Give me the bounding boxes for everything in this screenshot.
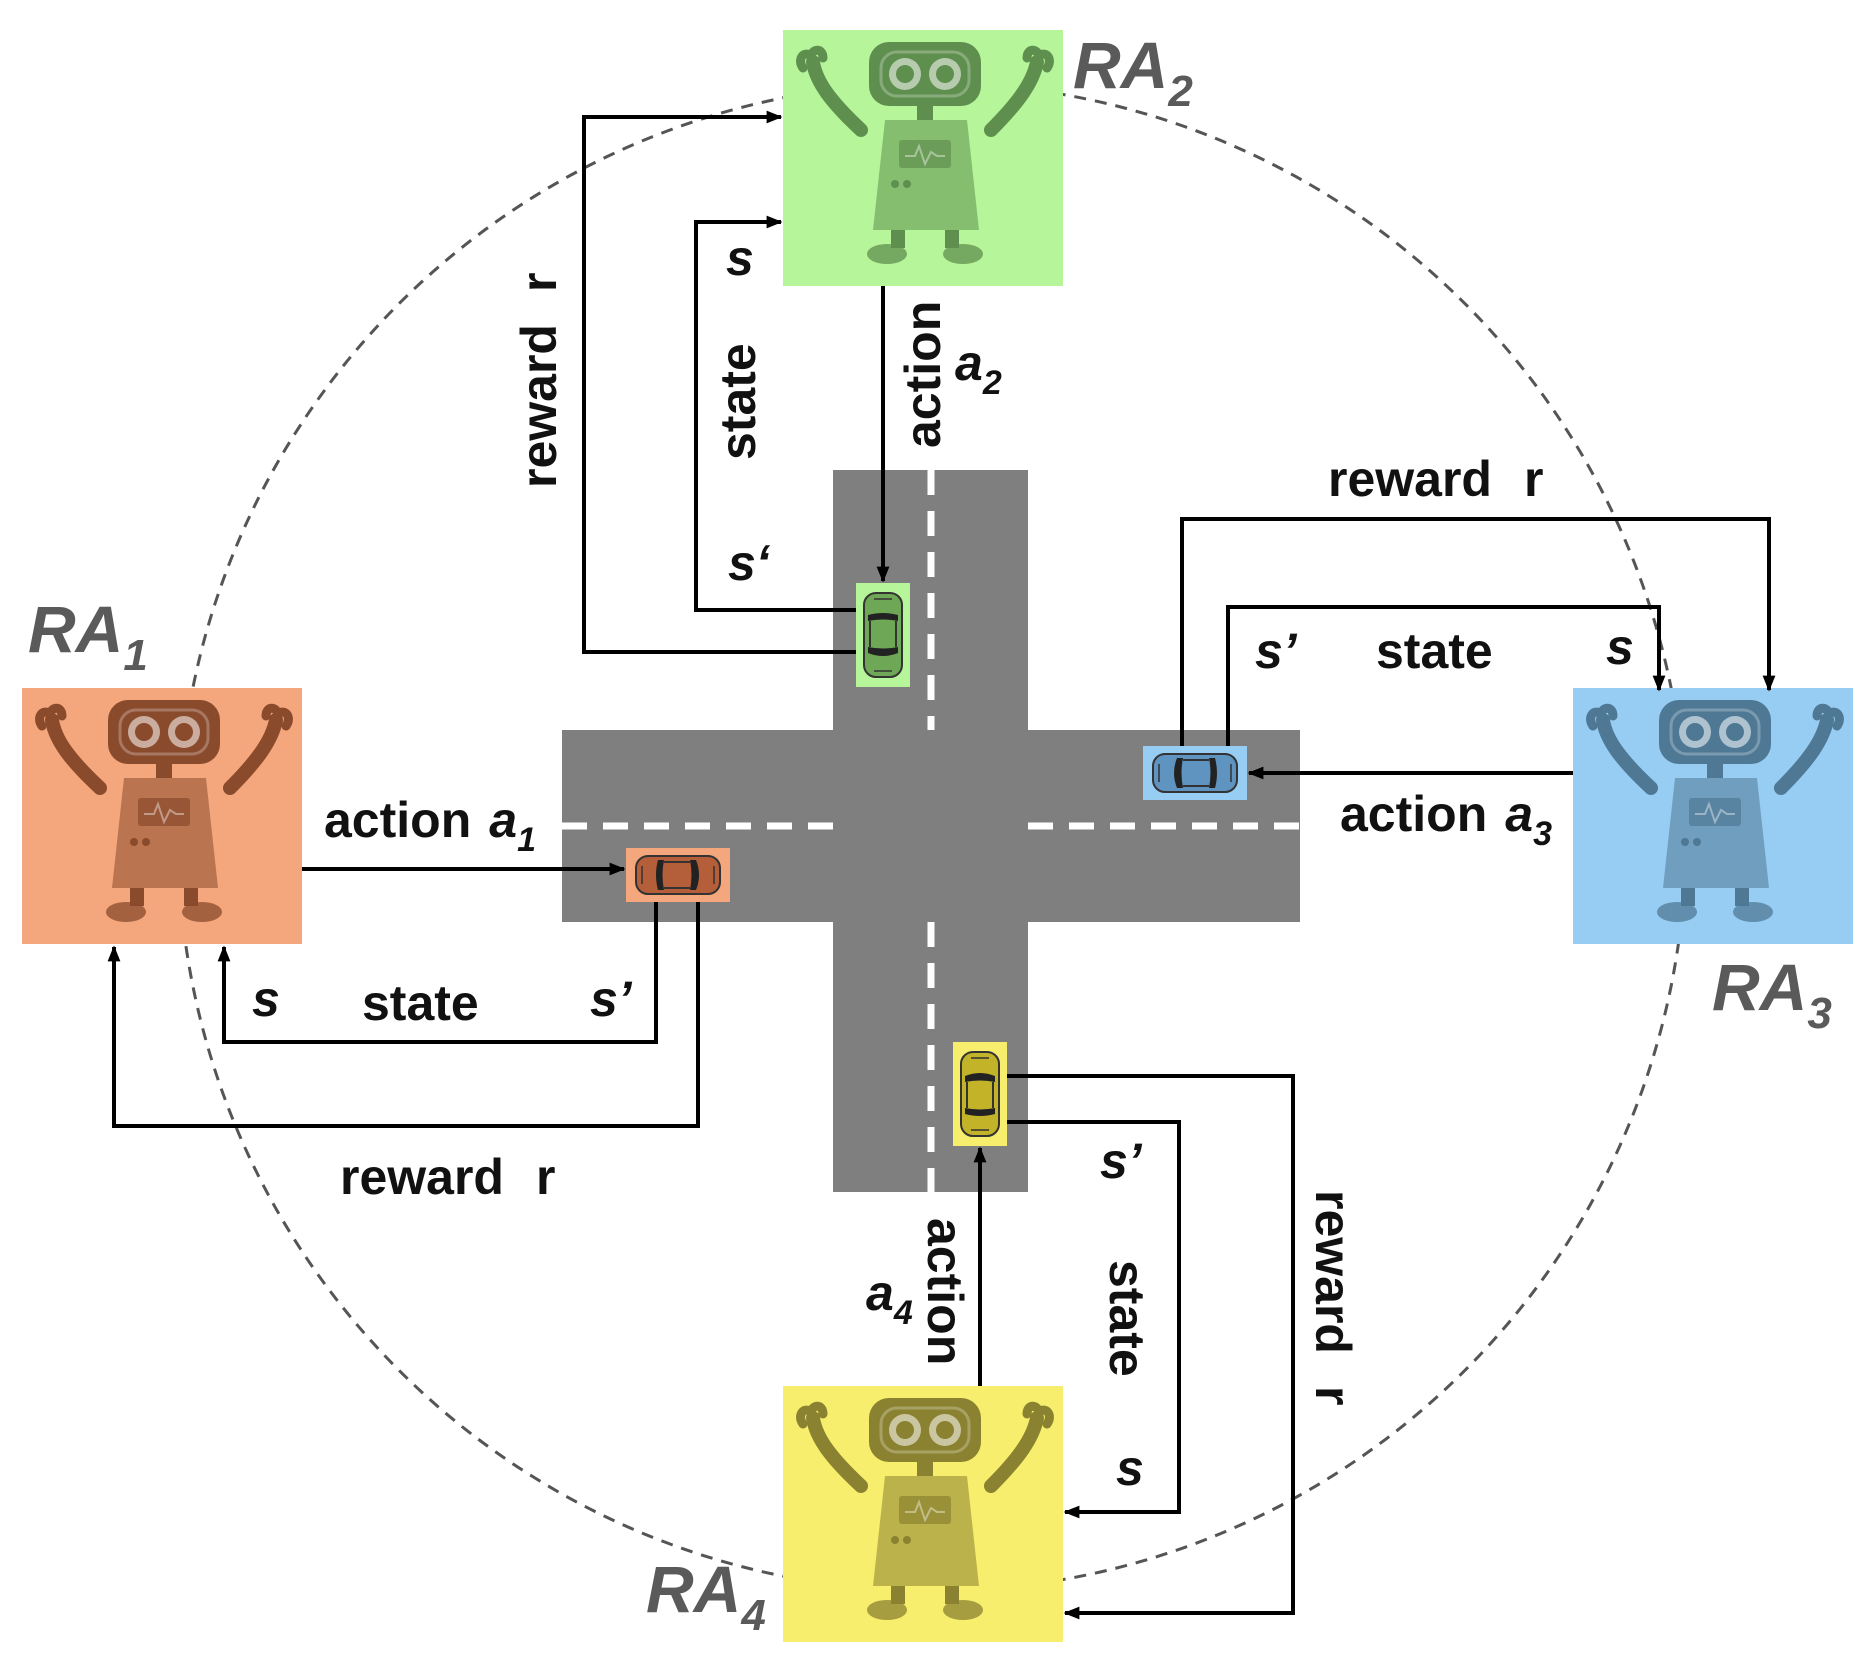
state-s-label-3: s [1606,619,1634,675]
state-arrow-1 [217,902,658,1044]
state-label-3: state [1376,623,1493,679]
car-icon [1152,753,1238,793]
state-s-label-2: s [726,230,754,286]
agent-box-3 [1573,688,1853,944]
state-sprime-label-3: s’ [1255,623,1298,679]
state-label-4: state [1099,1260,1155,1377]
car-4 [953,1042,1007,1146]
car-icon [635,855,721,895]
state-s-label-1: s [252,971,280,1027]
car-3 [1143,746,1247,800]
reward-arrow-1 [107,902,700,1128]
car-icon [960,1051,1000,1137]
action-symbol-label-2: a2 [955,335,1002,402]
state-arrow-3 [1226,605,1666,746]
reward-arrow-2 [582,110,856,654]
action-symbol-label-4: a4 [866,1265,913,1332]
intersection [562,470,1300,1192]
agent-label-2: RA2 [1073,28,1193,116]
state-s-label-4: s [1116,1440,1144,1496]
reward-label-2: rewardr [511,273,567,488]
action-label-2: action [895,301,951,448]
agent-box-4 [783,1386,1063,1642]
state-arrow-2 [694,215,856,612]
arrows [107,110,1776,1620]
state-sprime-label-4: s’ [1100,1133,1143,1189]
car-1 [626,848,730,902]
state-arrow-4 [1007,1120,1181,1519]
agent-label-4: RA4 [646,1552,766,1640]
reward-arrow-4 [1007,1074,1295,1620]
reward-arrow-3 [1180,517,1776,746]
state-label-2: state [710,343,766,460]
reward-label-4: rewardr [1305,1190,1361,1405]
state-sprime-label-2: s‘ [728,535,771,591]
state-sprime-label-1: s’ [590,971,633,1027]
state-label-1: state [362,975,479,1031]
action-label-4: action [917,1218,973,1365]
agent-label-1: RA1 [28,592,148,680]
agent-label-3: RA3 [1712,950,1832,1038]
agent-box-2 [783,30,1063,286]
agent-box-1 [22,688,302,944]
car-2 [856,583,910,687]
car-icon [863,592,903,678]
